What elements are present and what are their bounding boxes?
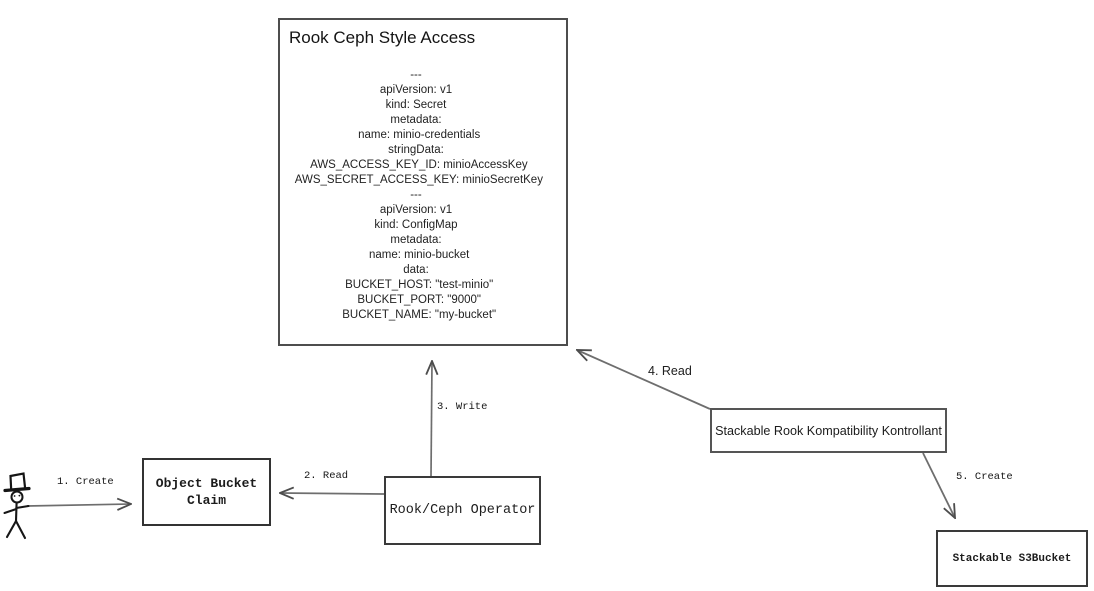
arrow-3-write: [431, 361, 432, 478]
edge-label-1-create: 1. Create: [57, 476, 114, 488]
edge-label-3-write: 3. Write: [437, 401, 488, 413]
stackable-s3bucket-box: Stackable S3Bucket: [936, 530, 1088, 587]
arrow-1-create: [26, 504, 131, 506]
stackable-rook-kompatibility-kontrollant-box: Stackable Rook Kompatibility Kontrollant: [710, 408, 947, 453]
arrow-2-read: [280, 493, 385, 494]
object-bucket-claim-box: Object Bucket Claim: [142, 458, 271, 526]
rook-ceph-operator-label: Rook/Ceph Operator: [389, 503, 536, 518]
kontrollant-label: Stackable Rook Kompatibility Kontrollant: [715, 423, 942, 438]
rook-ceph-style-access-box: Rook Ceph Style Access --- apiVersion: v…: [278, 18, 568, 346]
access-box-title: Rook Ceph Style Access: [289, 28, 476, 47]
edge-label-2-read: 2. Read: [304, 470, 349, 482]
edge-label-4-read: 4. Read: [648, 364, 692, 378]
object-bucket-claim-label: Object Bucket Claim: [155, 476, 258, 508]
rook-ceph-operator-box: Rook/Ceph Operator: [384, 476, 541, 545]
arrow-5-create: [922, 452, 955, 518]
edge-label-5-create: 5. Create: [956, 471, 1013, 483]
user-stick-figure-icon: [3, 472, 31, 540]
arrow-4-read: [577, 350, 711, 410]
stackable-s3bucket-label: Stackable S3Bucket: [952, 552, 1072, 565]
access-box-yaml-content: --- apiVersion: v1 kind: Secret metadata…: [294, 69, 543, 321]
